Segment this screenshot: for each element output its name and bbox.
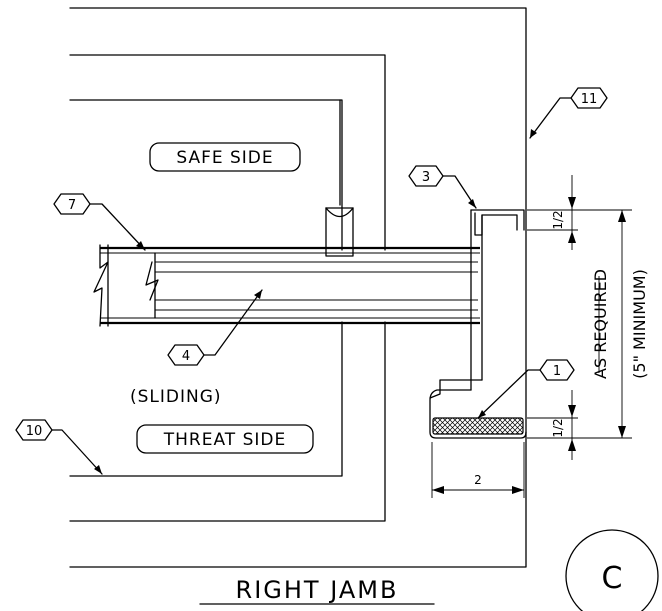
drawing-title: RIGHT JAMB [199, 576, 435, 605]
wall-frame [69, 7, 527, 568]
dim-as-required: AS REQUIRED (5" MINIMUM) [591, 210, 649, 438]
door-frame-lower [69, 321, 386, 522]
detail-letter: C [602, 561, 623, 596]
callout-7-number: 7 [68, 198, 76, 213]
seal-strip [432, 417, 524, 435]
dim-depth-text: 2 [474, 473, 482, 487]
dim-bottom-half-text: 1/2 [551, 418, 565, 437]
sliding-door-panel [93, 244, 480, 327]
dim-depth: 2 [431, 442, 525, 498]
callout-10-number: 10 [26, 424, 43, 439]
threat-side-box: THREAT SIDE [136, 424, 314, 454]
callout-10: 10 [15, 419, 103, 475]
callout-1-number: 1 [553, 364, 561, 379]
threat-side-label: THREAT SIDE [163, 430, 286, 450]
callout-3: 3 [408, 165, 477, 209]
callout-11: 11 [529, 87, 608, 139]
as-required-text: AS REQUIRED [591, 269, 610, 379]
callout-3-number: 3 [422, 170, 430, 185]
lock-post [325, 99, 354, 257]
jamb-channel [429, 209, 527, 439]
safe-side-label: SAFE SIDE [176, 148, 273, 168]
callout-7: 7 [53, 193, 146, 251]
dim-top-half-text: 1/2 [551, 210, 565, 229]
dim-top-half: 1/2 [527, 175, 632, 250]
dim-bottom-half: 1/2 [527, 390, 632, 460]
callout-4-number: 4 [182, 349, 190, 364]
detail-marker: C [565, 529, 659, 611]
safe-side-box: SAFE SIDE [149, 142, 301, 172]
callout-11-number: 11 [581, 92, 598, 107]
callout-4: 4 [167, 289, 263, 366]
callout-1: 1 [477, 359, 575, 419]
title-text: RIGHT JAMB [236, 576, 399, 604]
sliding-label: (SLIDING) [130, 387, 222, 407]
door-frame-upper [69, 54, 386, 251]
minimum-text: (5" MINIMUM) [630, 269, 649, 379]
